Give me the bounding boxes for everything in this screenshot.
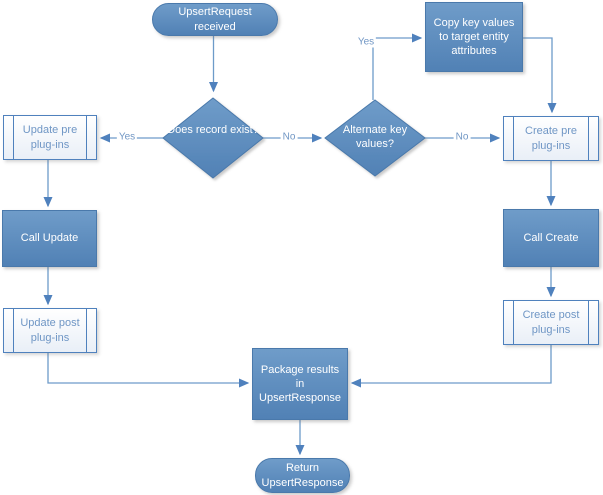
decision-label-alternate-key-values: Alternate key values? bbox=[342, 124, 408, 150]
node-update-pre-plugins: Update pre plug-ins bbox=[3, 115, 97, 160]
node-upsertrequest-received: UpsertRequest received bbox=[152, 3, 278, 36]
node-call-create: Call Create bbox=[503, 209, 599, 267]
node-label: Update pre plug-ins bbox=[22, 124, 78, 151]
node-call-update: Call Update bbox=[2, 210, 97, 267]
connector-altkey-yes bbox=[372, 33, 423, 100]
node-label: UpsertRequest received bbox=[178, 6, 252, 33]
node-label: Return UpsertResponse bbox=[261, 462, 344, 489]
node-label: Create pre plug-ins bbox=[525, 125, 577, 152]
predefined-side-bar bbox=[513, 117, 514, 160]
decision-alternate-key-values bbox=[324, 99, 426, 177]
edge-label-altkey-no: No bbox=[453, 131, 471, 143]
decision-does-record-exist bbox=[162, 97, 264, 179]
predefined-side-bar bbox=[86, 309, 87, 352]
decision-label-does-record-exist: Does record exist? bbox=[167, 124, 259, 136]
node-label: Call Create bbox=[523, 231, 579, 244]
node-label: Create post plug-ins bbox=[522, 309, 580, 336]
predefined-side-bar bbox=[86, 116, 87, 159]
node-label: Copy key values to target entity attribu… bbox=[433, 16, 515, 58]
node-copy-key-values: Copy key values to target entity attribu… bbox=[425, 2, 523, 72]
node-create-post-plugins: Create post plug-ins bbox=[503, 300, 599, 345]
edge-label-altkey-yes: Yes bbox=[355, 36, 377, 48]
connector-copy-to-createpre bbox=[523, 37, 557, 114]
node-package-results: Package results in UpsertResponse bbox=[252, 348, 348, 420]
node-label: Update post plug-ins bbox=[20, 317, 80, 344]
edge-label-exists-yes: Yes bbox=[116, 131, 138, 143]
predefined-side-bar bbox=[13, 309, 14, 352]
predefined-side-bar bbox=[588, 117, 589, 160]
edge-label-exists-no: No bbox=[280, 131, 298, 143]
predefined-side-bar bbox=[588, 301, 589, 344]
node-label: Package results in UpsertResponse bbox=[259, 363, 341, 405]
predefined-side-bar bbox=[513, 301, 514, 344]
connector-updatepost-to-package bbox=[47, 353, 250, 388]
node-create-pre-plugins: Create pre plug-ins bbox=[503, 116, 599, 161]
connector-createpost-to-package bbox=[350, 345, 552, 388]
node-return-upsertresponse: Return UpsertResponse bbox=[255, 458, 350, 493]
node-label: Call Update bbox=[20, 232, 79, 245]
node-update-post-plugins: Update post plug-ins bbox=[3, 308, 97, 353]
predefined-side-bar bbox=[13, 116, 14, 159]
